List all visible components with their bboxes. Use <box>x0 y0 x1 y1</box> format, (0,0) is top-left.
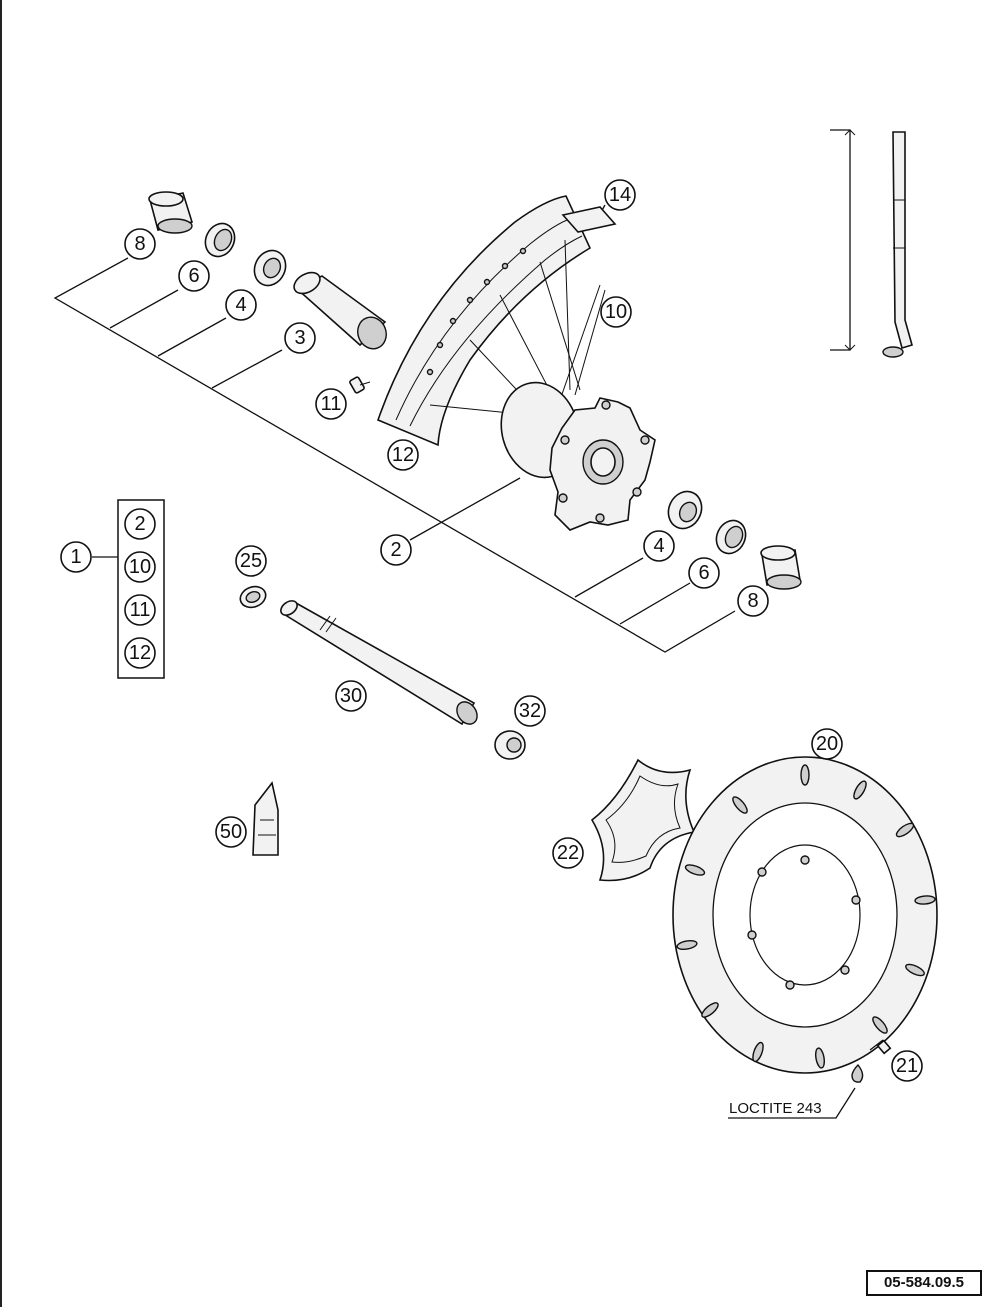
axle-part <box>280 600 478 726</box>
svg-text:8: 8 <box>747 590 758 612</box>
brake-disc-part <box>672 756 938 1074</box>
decal-part <box>561 206 617 233</box>
seal-ring-right-part <box>715 519 747 555</box>
svg-text:20: 20 <box>816 733 838 755</box>
bearing-part <box>253 249 287 287</box>
callout-32: 32 <box>514 695 546 727</box>
grease-tube-part <box>252 781 279 856</box>
seal-25-part <box>239 585 267 609</box>
bushing-right-part <box>760 545 802 590</box>
page-border-line <box>0 0 2 1307</box>
bearing-right-part <box>667 490 703 530</box>
document-number: 05-584.09.5 <box>866 1270 982 1296</box>
callout-21: 21 <box>891 1050 923 1082</box>
gasket-part <box>590 758 696 882</box>
callout-4-right: 4 <box>643 530 675 562</box>
callout-20: 20 <box>811 728 843 760</box>
callout-50: 50 <box>215 816 247 848</box>
svg-text:4: 4 <box>653 535 664 557</box>
callout-2-hub: 2 <box>380 534 412 566</box>
svg-text:12: 12 <box>392 444 414 466</box>
group-callout-10: 10 <box>124 551 156 583</box>
group-callout-2: 2 <box>124 508 156 540</box>
svg-text:10: 10 <box>129 556 151 578</box>
callout-22: 22 <box>552 837 584 869</box>
svg-text:8: 8 <box>134 233 145 255</box>
rim-spoke-holes <box>426 247 527 376</box>
svg-text:25: 25 <box>240 550 262 572</box>
svg-text:11: 11 <box>130 599 151 621</box>
svg-text:4: 4 <box>235 294 246 316</box>
axle-nut-part <box>494 730 526 760</box>
svg-text:22: 22 <box>557 842 579 864</box>
loctite-drop-part <box>728 1063 864 1119</box>
loctite-note: LOCTITE 243 <box>729 1100 822 1117</box>
group-callout-12: 12 <box>124 637 156 669</box>
svg-text:32: 32 <box>519 700 541 722</box>
callout-12-top: 12 <box>387 439 419 471</box>
callout-8-top: 8 <box>124 228 156 260</box>
callout-8-right: 8 <box>737 585 769 617</box>
nipple-bolt-part <box>349 376 371 394</box>
svg-text:6: 6 <box>698 562 709 584</box>
callout-6-top: 6 <box>178 260 210 292</box>
svg-text:2: 2 <box>390 539 401 561</box>
leader-lines <box>53 204 736 653</box>
svg-text:30: 30 <box>340 685 362 707</box>
hub-part <box>500 381 656 531</box>
callout-30: 30 <box>335 680 367 712</box>
spoke-detail-part <box>830 129 913 358</box>
callout-25: 25 <box>235 545 267 577</box>
bushing-part <box>148 191 194 234</box>
svg-text:3: 3 <box>294 327 305 349</box>
svg-text:12: 12 <box>129 642 151 664</box>
callout-11-top: 11 <box>315 388 347 420</box>
svg-text:11: 11 <box>321 393 342 415</box>
callout-4-top: 4 <box>225 289 257 321</box>
disc-bolt-part <box>869 1039 892 1055</box>
callout-1: 1 <box>60 541 92 573</box>
svg-text:50: 50 <box>220 821 242 843</box>
svg-text:21: 21 <box>896 1055 918 1077</box>
callout-14: 14 <box>604 179 636 211</box>
svg-text:2: 2 <box>134 513 145 535</box>
callout-3: 3 <box>284 322 316 354</box>
callout-10-top: 10 <box>600 296 632 328</box>
callout-6-right: 6 <box>688 557 720 589</box>
seal-ring-part <box>204 222 236 258</box>
disc-slots <box>676 764 936 1069</box>
svg-text:10: 10 <box>605 301 627 323</box>
svg-text:14: 14 <box>609 184 631 206</box>
spacer-tube-part <box>293 271 387 350</box>
svg-text:6: 6 <box>188 265 199 287</box>
group-callout-11: 11 <box>124 594 156 626</box>
svg-text:1: 1 <box>70 546 81 568</box>
